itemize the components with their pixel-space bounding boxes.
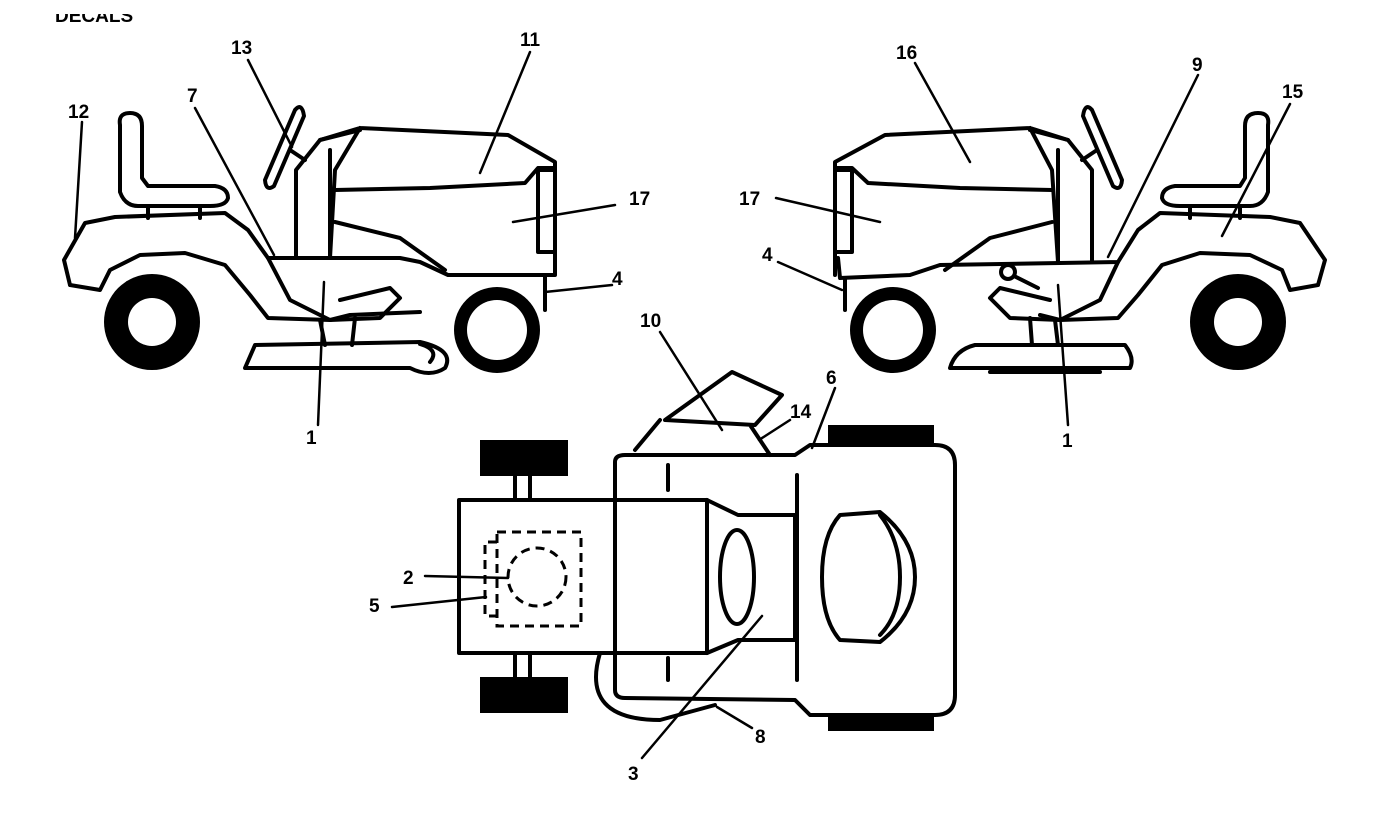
callout-16: 16: [896, 43, 917, 64]
callout-5: 5: [369, 596, 380, 617]
callout-4-right: 4: [762, 245, 773, 266]
right-frame: [843, 260, 1120, 322]
left-hood: [318, 126, 557, 272]
top-rear-wheel-lower: [828, 715, 934, 731]
callout-6: 6: [826, 368, 837, 389]
tractor-right-side-view: [833, 105, 1327, 374]
callout-13: 13: [231, 38, 252, 59]
callout-1-right: 1: [1062, 431, 1073, 452]
top-front-wheel-lower: [480, 677, 568, 713]
header-crop: [50, 0, 180, 14]
left-dash: [294, 128, 362, 260]
left-mower-deck: [243, 340, 450, 375]
left-seat: [117, 111, 230, 208]
tractor-left-side-view: [62, 105, 557, 375]
right-lever: [1012, 274, 1040, 290]
top-rear-wheel-upper: [828, 425, 934, 443]
callout-14: 14: [790, 402, 812, 423]
top-mower-deck: [613, 443, 957, 717]
callout-15: 15: [1282, 82, 1304, 103]
right-deck-hanger: [1028, 316, 1060, 347]
top-discharge-chute: [633, 370, 784, 457]
callout-3: 3: [628, 764, 639, 785]
callout-2: 2: [403, 568, 414, 589]
right-rear-fender: [836, 211, 1327, 322]
tractor-top-view: [457, 370, 957, 731]
top-engine-outline: [495, 530, 583, 628]
callout-17-left: 17: [629, 189, 650, 210]
callout-1-left: 1: [306, 428, 317, 449]
top-engine-tab: [483, 540, 497, 618]
callout-17-right: 17: [739, 189, 760, 210]
callout-labels: 1 1 2 3 4 4 5 6 7 8 9 10 11 12 13 14 15 …: [68, 30, 1304, 785]
top-deck-lower-curve: [594, 651, 717, 722]
top-steering-wheel: [718, 528, 756, 626]
right-hood: [833, 126, 1070, 277]
top-seat: [820, 510, 917, 644]
left-steering-wheel: [263, 105, 307, 190]
callout-7: 7: [187, 86, 198, 107]
left-grille: [536, 168, 557, 254]
callout-8: 8: [755, 727, 766, 748]
top-front-axle: [513, 474, 532, 679]
top-front-wheel-upper: [480, 440, 568, 476]
right-lever-knob: [999, 263, 1017, 281]
callout-9: 9: [1192, 55, 1203, 76]
callout-12: 12: [68, 102, 89, 123]
leader-lines: [73, 50, 1292, 760]
right-mower-deck: [948, 343, 1134, 374]
callout-4-left: 4: [612, 269, 623, 290]
right-steering-wheel: [1080, 105, 1124, 190]
right-seat: [1160, 111, 1271, 208]
left-seat-post: [146, 204, 202, 220]
top-air-filter: [506, 546, 568, 608]
callout-10: 10: [640, 311, 661, 332]
left-deck-hanger: [318, 316, 357, 347]
callout-11: 11: [520, 30, 541, 51]
right-seat-post: [1188, 204, 1242, 220]
